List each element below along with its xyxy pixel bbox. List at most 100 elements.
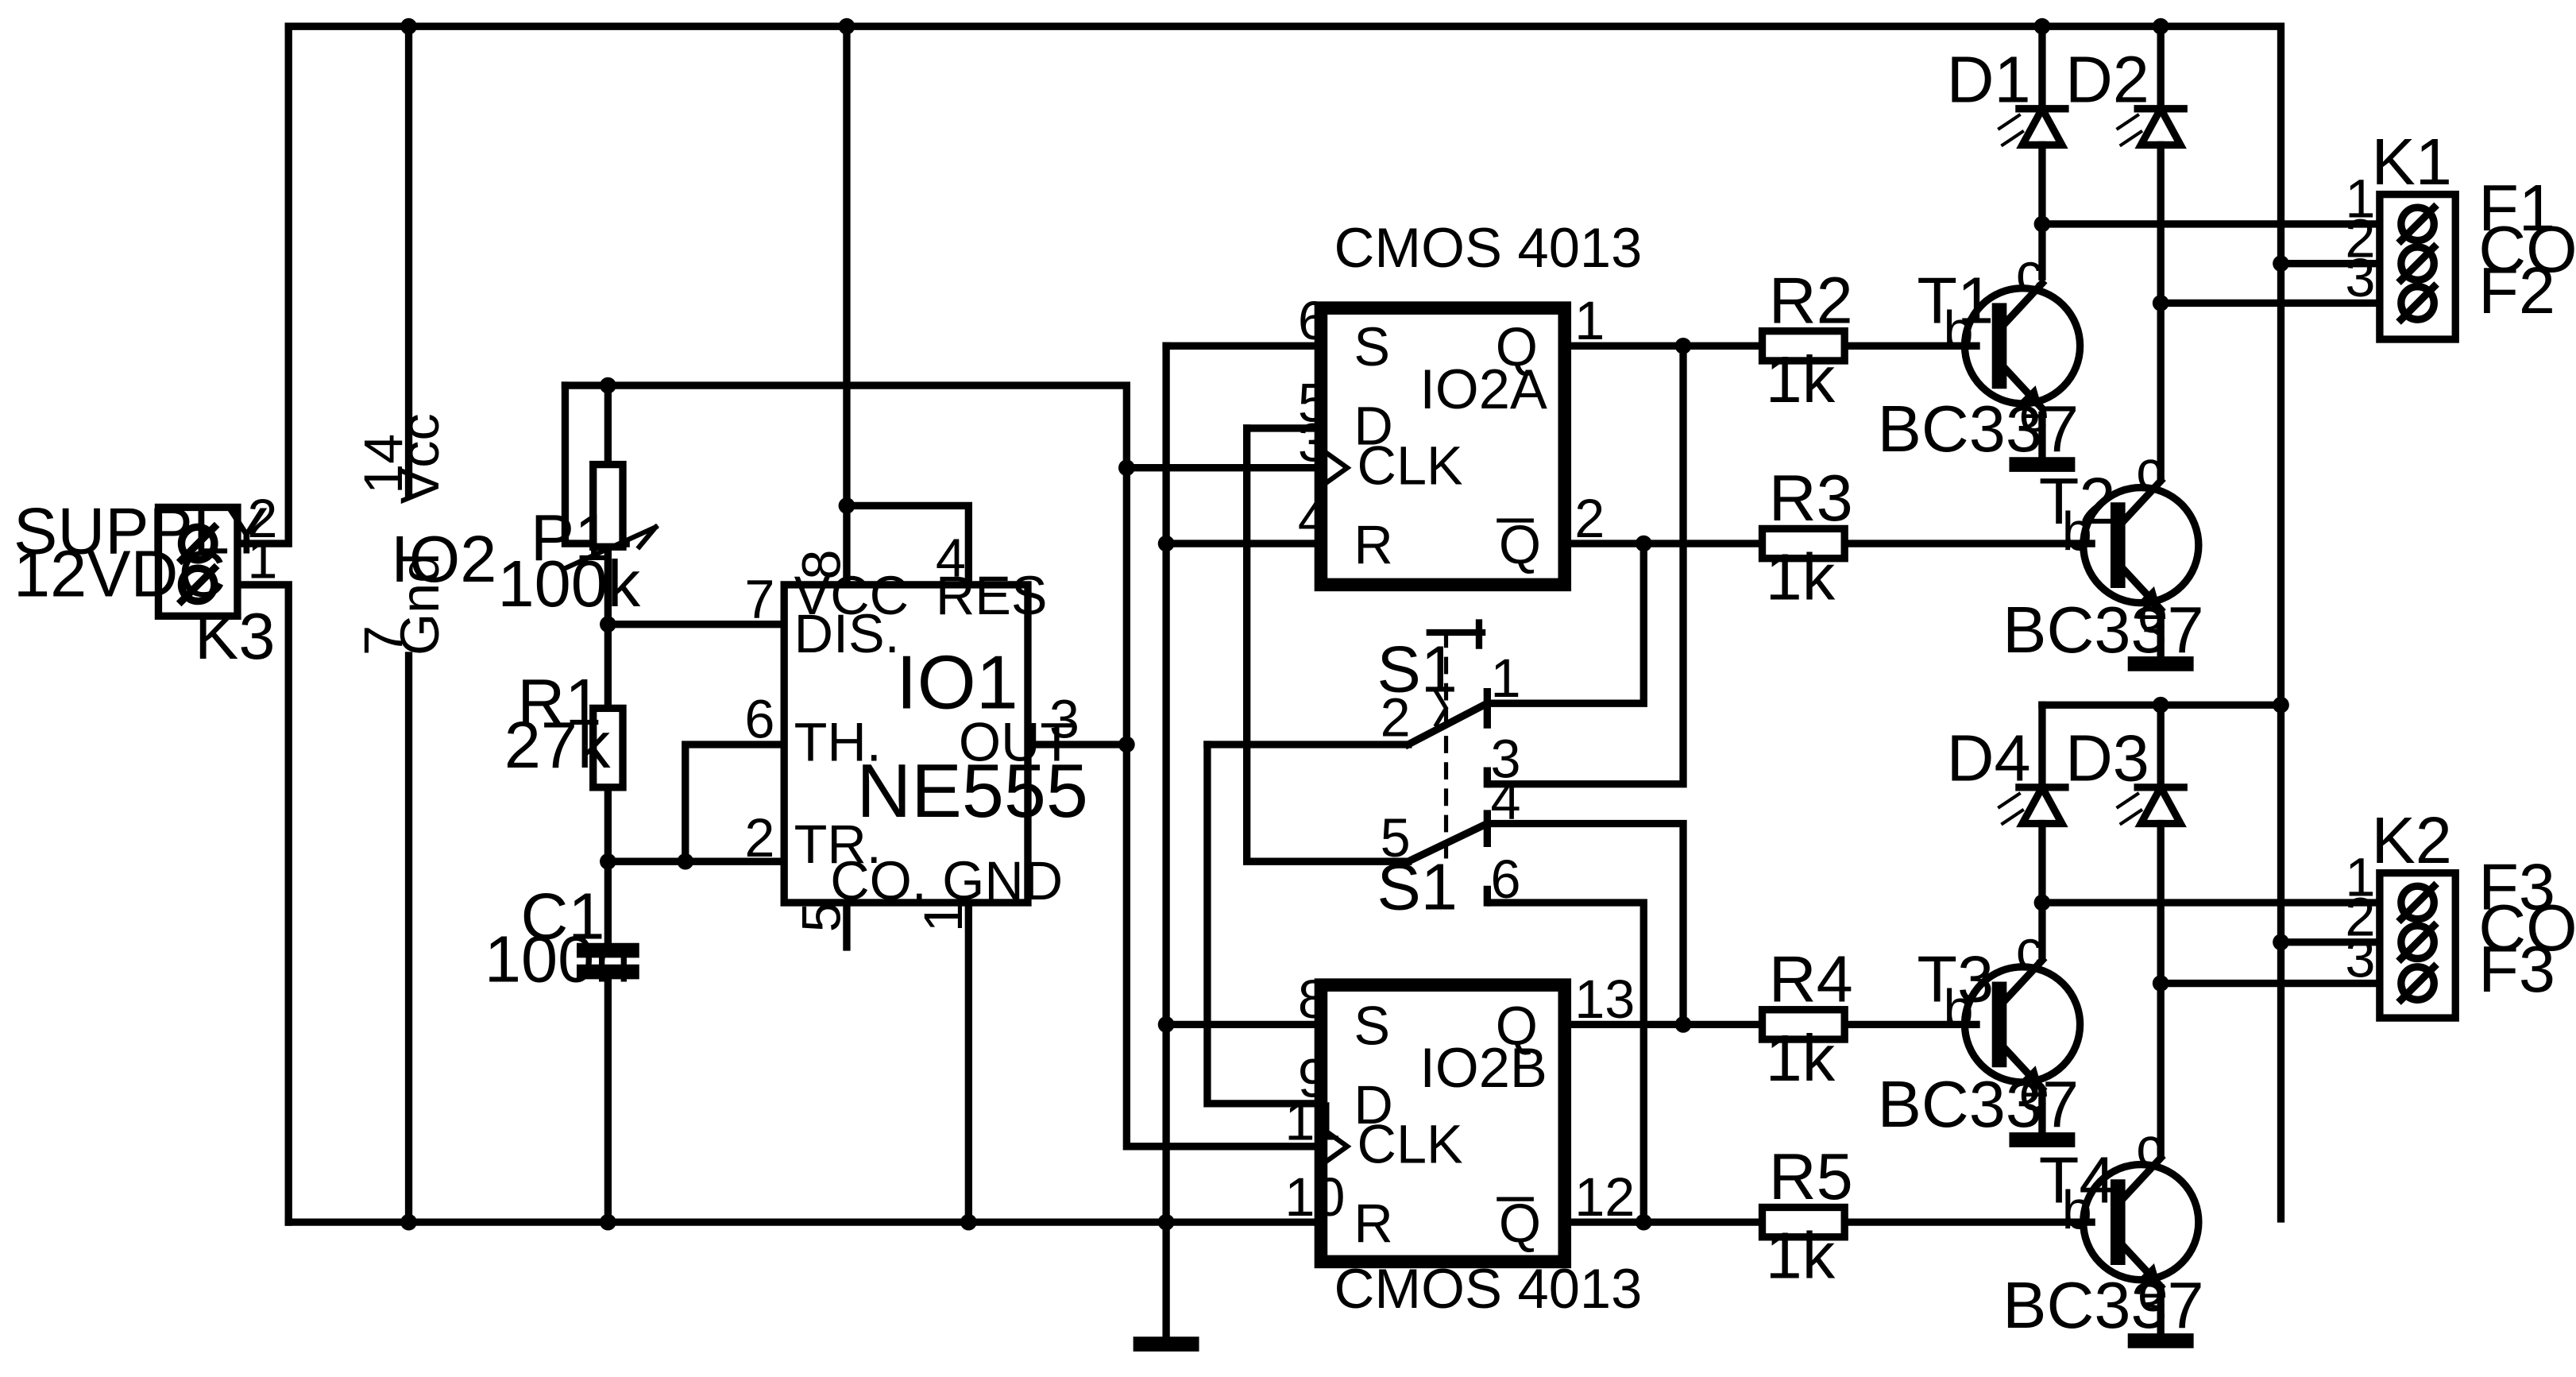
t2-part: BC337 xyxy=(2002,593,2204,667)
pin-num-1: 1 xyxy=(913,902,974,932)
k2-label-com: COM xyxy=(2478,891,2576,965)
pin-num-3: 3 xyxy=(1049,690,1079,750)
pin-label-co: CO. xyxy=(830,851,927,911)
io2b-pin-9: 9 xyxy=(1298,1049,1328,1109)
r4-ref: R4 xyxy=(1769,942,1853,1015)
pin-num-4: 4 xyxy=(936,528,966,589)
io2a-qbar: Q xyxy=(1499,515,1541,575)
led-d1: D1 xyxy=(1947,43,2069,149)
flipflop-io2a: CMOS 4013 S D CLK R Q Q IO2A 6 5 3 4 1 2 xyxy=(1298,216,1643,592)
k2-pin-3: 3 xyxy=(2345,928,2375,988)
io2b-clk: CLK xyxy=(1358,1115,1463,1175)
k1-label-f2: F2 xyxy=(2478,253,2555,327)
s1-ref-top: S1 xyxy=(1377,632,1457,706)
io2b-r: R xyxy=(1354,1193,1392,1254)
io2-gnd-label: Gnd xyxy=(390,553,450,656)
io2a-q: Q xyxy=(1496,317,1538,377)
capacitor-c1: C1 100n xyxy=(485,880,639,996)
d3-ref: D3 xyxy=(2065,721,2149,795)
resistor-r2: R2 1k xyxy=(1758,263,1853,416)
k1-pin-2: 2 xyxy=(2345,208,2375,269)
pin-label-th: TH. xyxy=(794,713,882,773)
supply-voltage: 12VDC xyxy=(14,536,226,610)
r1-value: 27k xyxy=(504,708,611,782)
io2a-pin-1: 1 xyxy=(1574,291,1605,351)
k3-pin-2: 2 xyxy=(247,489,277,549)
t1-collector: c xyxy=(2016,243,2043,304)
k2-ref: K2 xyxy=(2372,803,2452,877)
s1-pin-2: 2 xyxy=(1381,688,1411,748)
r3-value: 1k xyxy=(1766,540,1836,614)
t4-ref: T4 xyxy=(2039,1143,2116,1216)
io2a-pin-2: 2 xyxy=(1574,489,1605,549)
io2b-ref: IO2B xyxy=(1419,1036,1547,1099)
r2-ref: R2 xyxy=(1769,263,1853,337)
k2-pin-1: 1 xyxy=(2345,848,2375,908)
transistor-t2: T2 b c e BC337 xyxy=(2002,441,2204,667)
ground-symbols xyxy=(1133,457,2194,1352)
supply-label: SUPPLY xyxy=(14,494,268,568)
timer-ne555: VCC RES DIS. TH. TR. OUT CO. GND IO1 NE5… xyxy=(744,528,1087,933)
pin-num-8: 8 xyxy=(792,550,852,580)
io2-gnd-pin: 7 xyxy=(353,625,414,656)
s1-pin-3: 3 xyxy=(1490,729,1520,789)
k3-ref: K3 xyxy=(195,599,275,673)
resistor-r3: R3 1k xyxy=(1758,461,1853,614)
timer-part: NE555 xyxy=(856,749,1088,834)
pin-num-5: 5 xyxy=(792,902,852,932)
timer-ref: IO1 xyxy=(896,640,1018,725)
io2-vcc-pin: 14 xyxy=(353,434,414,494)
t2-collector: c xyxy=(2136,441,2163,501)
s1-ref-bottom: S1 xyxy=(1377,849,1457,923)
flipflop-io2b: CMOS 4013 S D CLK R Q Q IO2B 8 9 11 10 1… xyxy=(1284,969,1642,1320)
led-d4: D4 xyxy=(1947,721,2069,828)
k2-label-f3: F3 xyxy=(2478,849,2555,923)
io2a-pin-3: 3 xyxy=(1298,412,1328,473)
t3-base: b xyxy=(1944,980,1974,1040)
transistor-t4: T4 b c e BC337 xyxy=(2002,1118,2204,1342)
io2a-clk: CLK xyxy=(1358,435,1463,496)
io2-power: 14 Vcc IO2 7 Gnd xyxy=(353,413,496,656)
t4-part: BC337 xyxy=(2002,1268,2204,1342)
io2b-d: D xyxy=(1354,1075,1392,1135)
pin-num-7: 7 xyxy=(744,569,774,629)
pin-num-6: 6 xyxy=(744,690,774,750)
d2-ref: D2 xyxy=(2065,43,2149,117)
r5-value: 1k xyxy=(1766,1219,1836,1293)
junction-dots xyxy=(400,17,2289,1231)
t1-emitter: e xyxy=(2019,383,2049,443)
k1-pin-3: 3 xyxy=(2345,248,2375,308)
k2-label-f3b: F3 xyxy=(2478,932,2555,1006)
t1-ref: T1 xyxy=(1917,263,1994,337)
io2b-pin-12: 12 xyxy=(1574,1167,1635,1228)
s1-pin-5: 5 xyxy=(1381,808,1411,868)
t2-base: b xyxy=(2062,501,2092,562)
t3-ref: T3 xyxy=(1917,942,1994,1015)
t4-collector: c xyxy=(2136,1118,2163,1178)
io2a-ref: IO2A xyxy=(1419,358,1547,420)
k2-pin-2: 2 xyxy=(2345,887,2375,947)
t2-emitter: e xyxy=(2138,584,2168,644)
c1-value: 100n xyxy=(485,922,631,996)
io2a-pin-5: 5 xyxy=(1298,373,1328,434)
io2a-title: CMOS 4013 xyxy=(1334,216,1643,279)
s1-pin-6: 6 xyxy=(1490,849,1520,910)
p1-ref: P1 xyxy=(531,501,611,574)
potentiometer-p1: P1 100k xyxy=(497,460,659,621)
pin-label-vcc: VCC xyxy=(794,566,909,626)
led-d3: D3 xyxy=(2065,721,2188,828)
pin-label-res: RES xyxy=(936,566,1048,626)
k1-label-com: COM xyxy=(2478,212,2576,286)
r2-value: 1k xyxy=(1766,342,1836,416)
p1-value: 100k xyxy=(497,547,640,621)
k1-pin-1: 1 xyxy=(2345,169,2375,230)
t4-emitter: e xyxy=(2138,1263,2168,1323)
r1-ref: R1 xyxy=(517,665,601,739)
io2b-pin-10: 10 xyxy=(1284,1167,1345,1228)
pin-label-out: OUT xyxy=(959,713,1073,773)
c1-ref: C1 xyxy=(520,880,604,953)
connector-k2: K2 1 2 3 F3 COM F3 xyxy=(2345,803,2576,1022)
io2-vcc-label: Vcc xyxy=(390,413,450,504)
connector-k1: K1 1 2 3 F1 COM F2 xyxy=(2345,125,2576,343)
s1-pin-4: 4 xyxy=(1490,770,1520,830)
